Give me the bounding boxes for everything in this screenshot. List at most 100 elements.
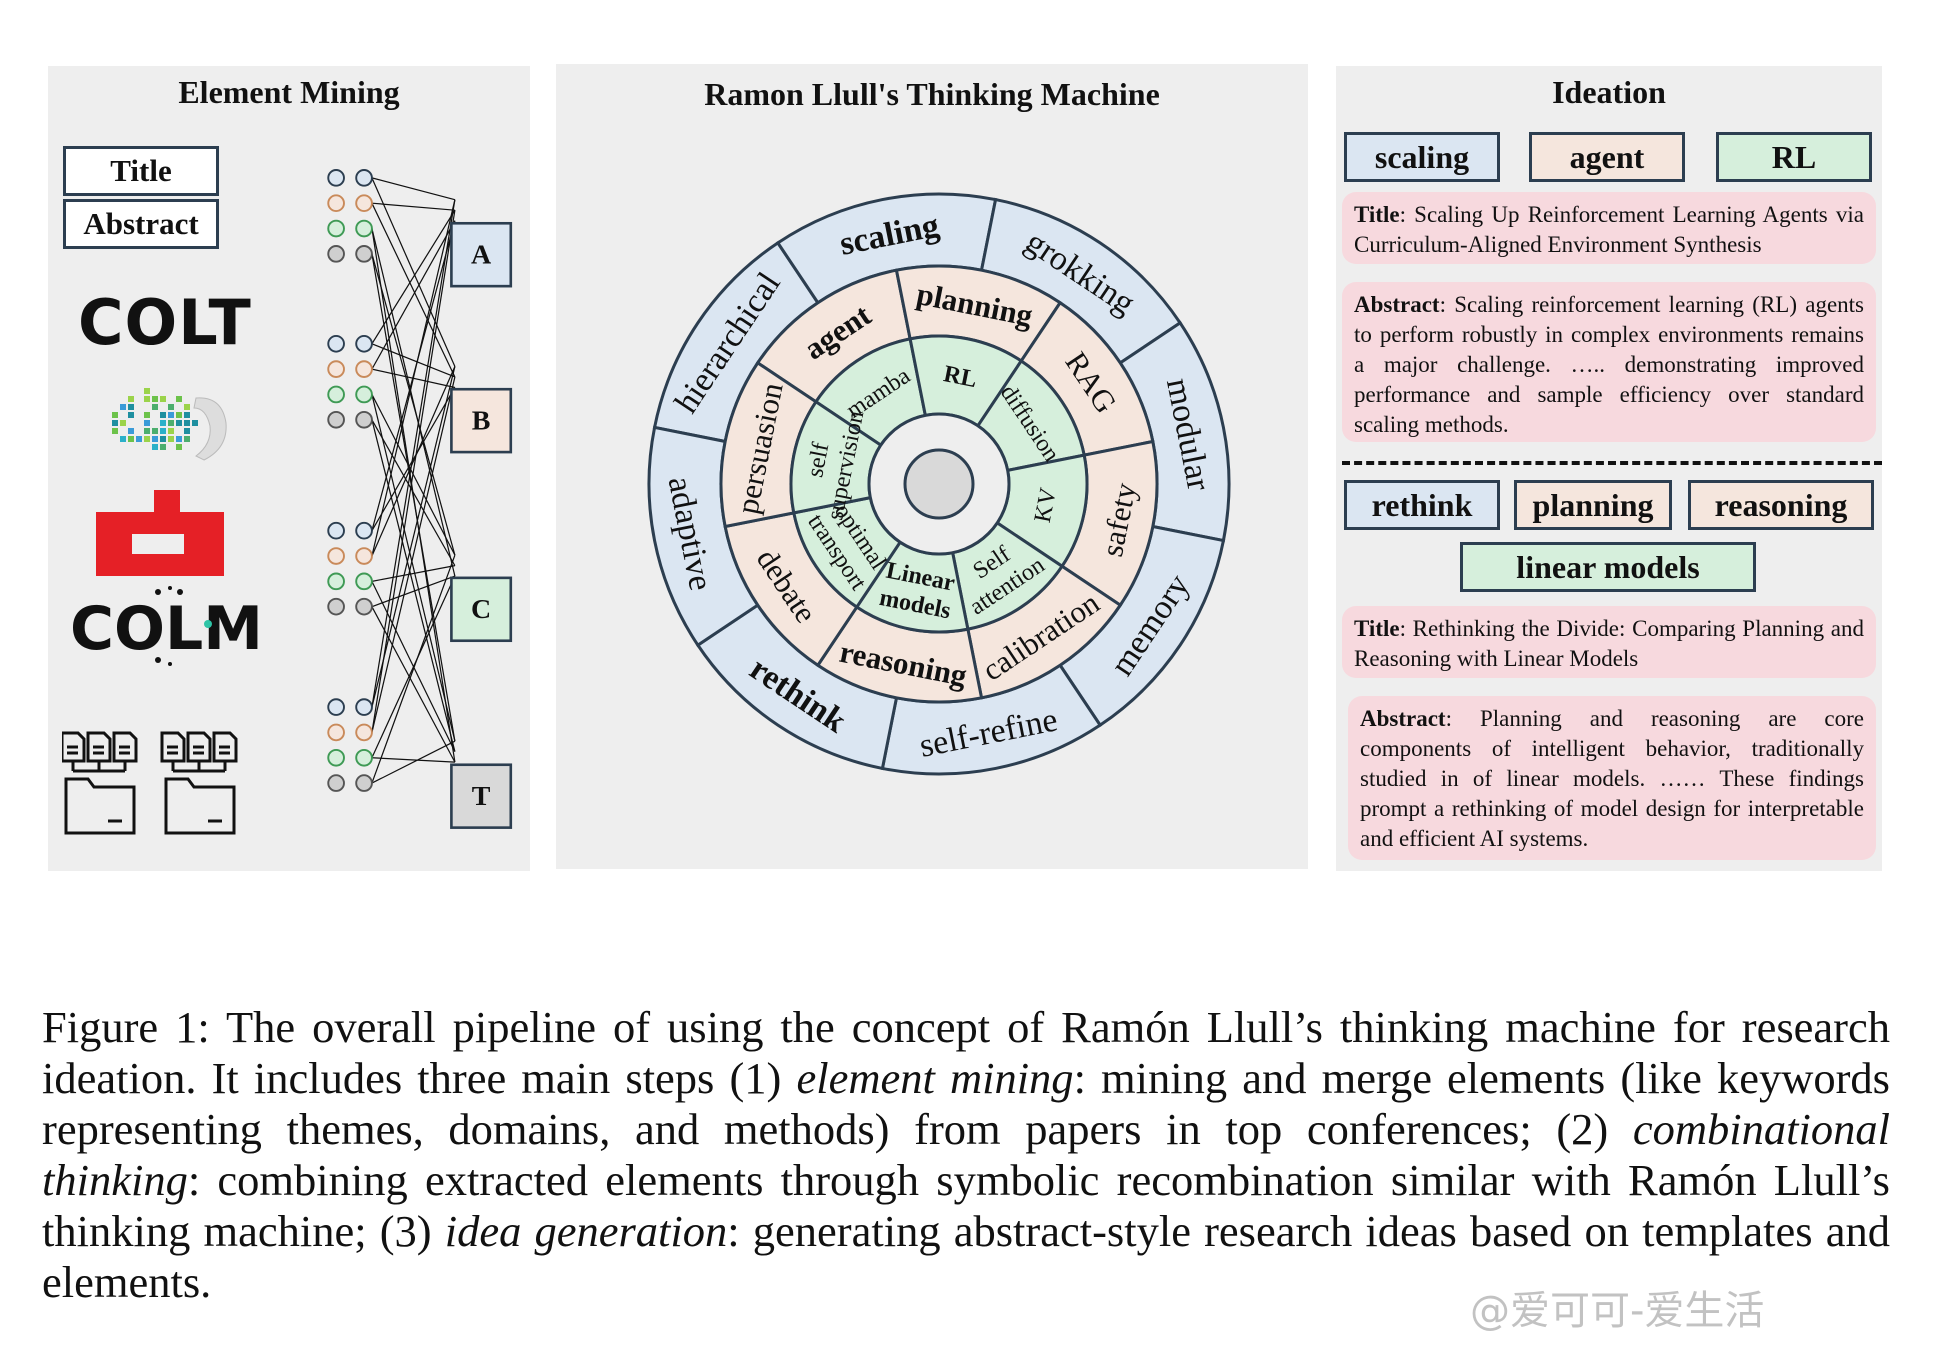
element-node [355, 169, 373, 187]
mining-link [371, 554, 456, 784]
target-box-a [450, 221, 513, 288]
iclr-pixel [144, 396, 150, 402]
mining-link [371, 177, 456, 201]
keyword-linear-models: linear models [1460, 542, 1756, 592]
thinking-machine-title: Ramon Llull's Thinking Machine [704, 76, 1160, 112]
element-mining-title: Element Mining [178, 74, 400, 110]
element-node [327, 360, 345, 378]
element-node [327, 245, 345, 263]
element-node [355, 698, 373, 716]
colt-logo: COLT [78, 286, 252, 359]
iclr-pixel [168, 404, 174, 410]
iclr-pixel [128, 436, 134, 442]
thinking-machine-panel: Ramon Llull's Thinking Machine hierarchi… [556, 64, 1308, 869]
source-title-box: Title [63, 146, 219, 196]
iclr-pixel [176, 396, 182, 402]
mining-link [371, 575, 456, 759]
mining-link [371, 606, 456, 763]
mining-link [371, 419, 456, 566]
document-icon [160, 731, 186, 763]
mining-link [371, 210, 456, 733]
caption-step1: element mining [796, 1053, 1074, 1103]
iclr-pixel [184, 436, 190, 442]
ideation-panel: Ideation scaling agent RL Title: Scaling… [1336, 66, 1882, 871]
mining-link [371, 253, 456, 742]
mining-link [371, 419, 456, 752]
idea2-abstract-text: : Planning and reasoning are core compon… [1360, 706, 1864, 851]
idea1-abstract-label: Abstract [1354, 292, 1440, 317]
mining-link [371, 565, 456, 582]
mining-link [371, 343, 456, 378]
figure-caption: Figure 1: The overall pipeline of using … [42, 1002, 1890, 1308]
mining-link [371, 177, 456, 367]
keyword-agent: agent [1529, 132, 1685, 182]
element-mining-panel: Element Mining Title Abstract COLT COLM … [48, 66, 530, 871]
element-node [355, 572, 373, 591]
element-node [355, 385, 373, 404]
element-node [327, 698, 345, 716]
document-icon [86, 731, 112, 763]
iclr-pixel [144, 436, 150, 442]
keyword-planning: planning [1514, 480, 1672, 530]
iclr-pixel [176, 444, 182, 450]
iclr-pixel [184, 412, 190, 418]
keyword-reasoning: reasoning [1688, 480, 1874, 530]
mining-link [371, 394, 456, 742]
folder-icon [164, 777, 236, 835]
element-node [355, 410, 373, 429]
colm-logo: COLM [70, 594, 263, 664]
element-node [355, 774, 373, 792]
caption-lead: Figure 1: The overall pipeline of using … [42, 1002, 1890, 1103]
element-node [327, 723, 345, 742]
iclr-pixel [128, 428, 134, 434]
iclr-logo-icon [112, 388, 227, 461]
papers-folder-icon [62, 731, 238, 835]
mining-link [371, 209, 456, 345]
mining-link [371, 253, 456, 556]
iclr-pixel [176, 420, 182, 426]
element-node [327, 521, 345, 540]
caption-after2: : combining extracted elements through s… [42, 1155, 1890, 1256]
mining-link [371, 757, 455, 763]
idea-divider [1342, 461, 1882, 465]
iclr-pixel [112, 420, 118, 426]
mining-link [371, 199, 456, 557]
iclr-pixel [192, 420, 198, 426]
mining-link [371, 575, 456, 608]
idea2-title-label: Title [1354, 616, 1400, 641]
keyword-rl: RL [1716, 132, 1872, 182]
icml-logo-icon [96, 490, 224, 576]
element-node [327, 748, 345, 767]
target-box-b [450, 387, 513, 454]
idea1-title-text: : Scaling Up Reinforcement Learning Agen… [1354, 202, 1864, 257]
iclr-pixel [144, 420, 150, 426]
iclr-pixel [152, 404, 158, 410]
iclr-pixel [160, 396, 166, 402]
mining-link [371, 202, 455, 211]
element-node [355, 334, 373, 353]
idea1-abstract-text: : Scaling reinforcement learning (RL) ag… [1354, 292, 1864, 437]
element-node [355, 360, 373, 378]
wheel-inner-label: RL [941, 361, 979, 393]
caption-step3: idea generation [444, 1206, 728, 1256]
keyword-rethink: rethink [1344, 480, 1500, 530]
target-box-t [450, 763, 513, 829]
iclr-pixel [184, 428, 190, 434]
iclr-pixel [152, 396, 158, 402]
ideation-title: Ideation [1552, 74, 1666, 110]
mining-links [371, 177, 456, 784]
target-label-b: B [472, 405, 491, 436]
iclr-pixel [160, 436, 166, 442]
element-node [327, 597, 345, 616]
element-node [355, 194, 373, 213]
mining-link [371, 366, 456, 708]
caption-after1: : mining and merge elements (like keywor… [42, 1053, 1890, 1154]
iclr-pixel [144, 388, 150, 394]
element-node [327, 334, 345, 353]
iclr-pixel [112, 412, 118, 418]
iclr-pixel [160, 412, 166, 418]
iclr-pixel [168, 428, 174, 434]
mining-link [371, 366, 456, 557]
mining-link [371, 740, 456, 784]
